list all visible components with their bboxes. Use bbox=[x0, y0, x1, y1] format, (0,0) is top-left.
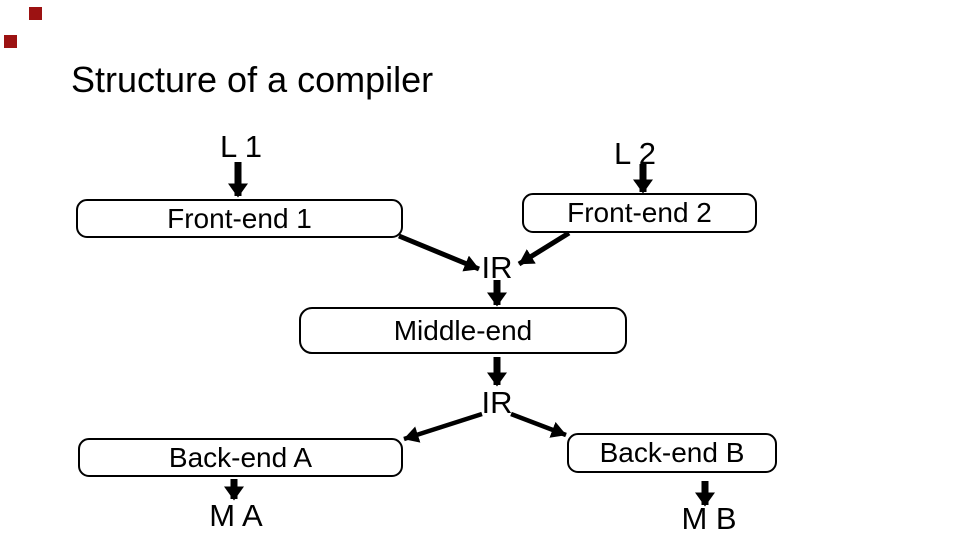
node-front-end-2-label: Front-end 2 bbox=[567, 197, 712, 228]
slide-title: Structure of a compiler bbox=[71, 59, 434, 100]
node-front-end-1-label: Front-end 1 bbox=[167, 202, 312, 234]
label-language-2: L 2 bbox=[614, 136, 656, 171]
node-front-end-2: Front-end 2 bbox=[522, 193, 757, 233]
label-language-1: L 1 bbox=[220, 129, 262, 164]
node-back-end-b-label: Back-end B bbox=[599, 437, 745, 468]
node-middle-end-label: Middle-end bbox=[393, 314, 533, 346]
red-marker-square-1 bbox=[29, 7, 42, 20]
node-back-end-a: Back-end A bbox=[78, 438, 403, 477]
red-marker-square-2 bbox=[4, 35, 17, 48]
node-back-end-a-label: Back-end A bbox=[168, 441, 313, 473]
label-ir-top: IR bbox=[481, 250, 513, 285]
label-ir-bottom: IR bbox=[481, 385, 513, 420]
label-machine-b: M B bbox=[681, 501, 737, 536]
node-front-end-1: Front-end 1 bbox=[76, 199, 403, 238]
node-back-end-b: Back-end B bbox=[567, 433, 777, 473]
node-middle-end: Middle-end bbox=[299, 307, 627, 354]
label-machine-a: M A bbox=[209, 498, 263, 533]
